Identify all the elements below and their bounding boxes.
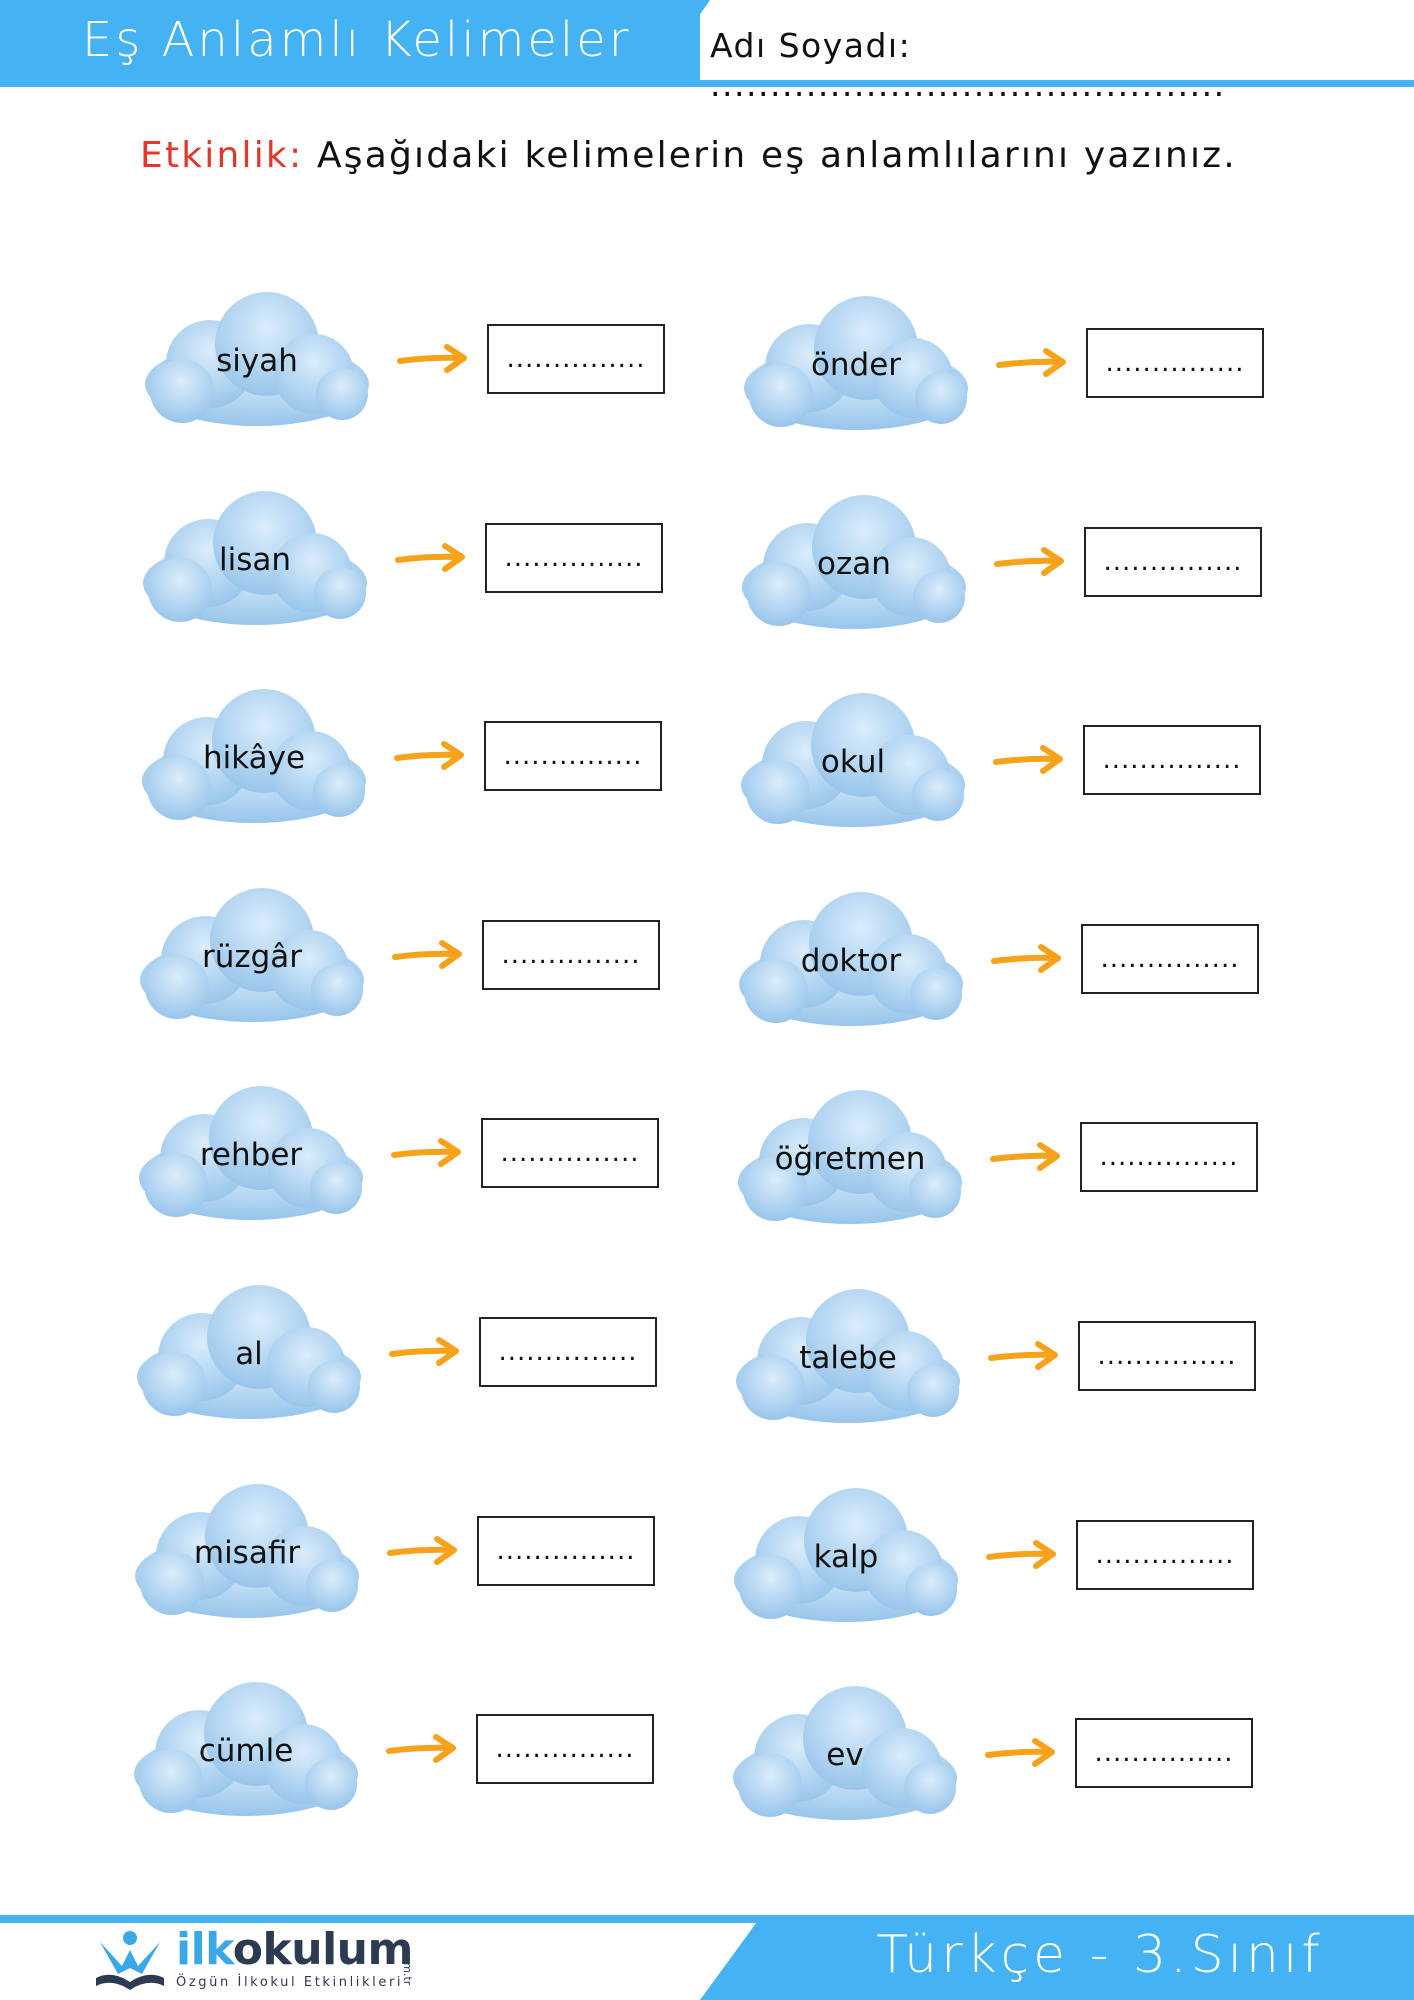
reader-logo-icon <box>96 1931 164 1990</box>
logo-domain: .com.tr <box>401 1946 414 1986</box>
site-logo: ilkokulum Özgün İlkokul Etkinlikleri .co… <box>92 1924 452 1994</box>
exercise-item-right: öğretmen ............... <box>735 1084 1258 1234</box>
cloud-icon <box>139 683 369 833</box>
cloud-icon <box>137 882 367 1032</box>
word-label: al <box>235 1336 263 1372</box>
answer-box[interactable]: ............... <box>482 920 660 990</box>
word-label: okul <box>820 744 886 780</box>
answer-box[interactable]: ............... <box>1084 527 1262 597</box>
instruction: Etkinlik: Aşağıdaki kelimelerin eş anlam… <box>140 130 1320 182</box>
arrow-right-icon <box>994 547 1066 577</box>
answer-box[interactable]: ............... <box>1078 1321 1256 1391</box>
arrow-right-icon <box>991 944 1063 974</box>
cloud-icon <box>739 489 969 639</box>
arrow-right-icon <box>988 1341 1060 1371</box>
word-label: ev <box>826 1737 864 1773</box>
exercise-item-right: ev ............... <box>730 1680 1253 1830</box>
instruction-text: Aşağıdaki kelimelerin eş anlamlılarını y… <box>303 135 1237 176</box>
arrow-right-icon <box>394 741 466 771</box>
arrow-right-icon <box>386 1734 458 1764</box>
answer-box[interactable]: ............... <box>485 523 663 593</box>
exercise-item-left: cümle ............... <box>131 1676 654 1826</box>
exercise-item-right: önder ............... <box>741 290 1264 440</box>
logo-tagline: Özgün İlkokul Etkinlikleri <box>176 1975 404 1990</box>
cloud-icon <box>731 1482 961 1632</box>
exercise-item-left: rehber ............... <box>136 1080 659 1230</box>
footer-rule <box>0 1915 760 1923</box>
answer-box[interactable]: ............... <box>484 721 662 791</box>
arrow-right-icon <box>986 1540 1058 1570</box>
header-band <box>0 0 700 87</box>
logo-wordmark-a: ilk <box>176 1924 233 1975</box>
exercise-item-left: al ............... <box>134 1279 657 1429</box>
answer-box[interactable]: ............... <box>1075 1718 1253 1788</box>
cloud-icon <box>738 687 968 837</box>
cloud-icon <box>136 1080 366 1230</box>
cloud-icon <box>140 485 370 635</box>
answer-box[interactable]: ............... <box>1076 1520 1254 1590</box>
cloud-icon <box>131 1676 361 1826</box>
arrow-right-icon <box>996 348 1068 378</box>
exercise-item-right: talebe ............... <box>733 1283 1256 1433</box>
word-label: ozan <box>817 546 891 582</box>
exercise-item-left: misafir ............... <box>132 1478 655 1628</box>
answer-box[interactable]: ............... <box>487 324 665 394</box>
answer-box[interactable]: ............... <box>481 1118 659 1188</box>
word-label: cümle <box>198 1733 294 1769</box>
cloud-icon <box>132 1478 362 1628</box>
answer-box[interactable]: ............... <box>1081 924 1259 994</box>
header-rule <box>650 80 1414 87</box>
word-label: talebe <box>799 1340 897 1376</box>
cloud-icon <box>736 886 966 1036</box>
exercise-item-left: hikâye ............... <box>139 683 662 833</box>
cloud-icon <box>733 1283 963 1433</box>
word-label: rüzgâr <box>201 939 303 975</box>
answer-box[interactable]: ............... <box>1083 725 1261 795</box>
cloud-icon <box>142 286 372 436</box>
word-label: önder <box>810 347 902 383</box>
exercise-item-left: lisan ............... <box>140 485 663 635</box>
logo-wordmark: ilkokulum <box>176 1924 413 1975</box>
arrow-right-icon <box>387 1536 459 1566</box>
arrow-right-icon <box>990 1142 1062 1172</box>
footer-band <box>760 1915 1414 2000</box>
name-field[interactable]: Adı Soyadı: ............................… <box>710 26 1226 104</box>
exercise-item-left: siyah ............... <box>142 286 665 436</box>
answer-box[interactable]: ............... <box>1086 328 1264 398</box>
word-label: rehber <box>199 1137 303 1173</box>
cloud-icon <box>730 1680 960 1830</box>
word-label: öğretmen <box>774 1141 926 1177</box>
exercise-item-right: okul ............... <box>738 687 1261 837</box>
page-title: Eş Anlamlı Kelimeler <box>82 12 632 68</box>
word-label: lisan <box>218 542 292 578</box>
word-label: siyah <box>216 343 298 379</box>
word-label: kalp <box>813 1539 879 1575</box>
arrow-right-icon <box>993 745 1065 775</box>
answer-box[interactable]: ............... <box>477 1516 655 1586</box>
exercise-item-left: rüzgâr ............... <box>137 882 660 1032</box>
header-slant <box>650 0 710 87</box>
answer-box[interactable]: ............... <box>476 1714 654 1784</box>
arrow-right-icon <box>395 543 467 573</box>
answer-box[interactable]: ............... <box>1080 1122 1258 1192</box>
answer-box[interactable]: ............... <box>479 1317 657 1387</box>
word-label: doktor <box>800 943 902 979</box>
cloud-icon <box>134 1279 364 1429</box>
arrow-right-icon <box>389 1337 461 1367</box>
exercise-item-right: ozan ............... <box>739 489 1262 639</box>
arrow-right-icon <box>392 940 464 970</box>
word-label: misafir <box>193 1535 301 1571</box>
arrow-right-icon <box>985 1738 1057 1768</box>
exercise-item-right: kalp ............... <box>731 1482 1254 1632</box>
word-label: hikâye <box>202 740 306 776</box>
instruction-label: Etkinlik: <box>140 135 304 176</box>
footer-slant <box>700 1915 762 2000</box>
cloud-icon <box>741 290 971 440</box>
footer-subject: Türkçe - 3.Sınıf <box>876 1925 1324 1985</box>
exercise-item-right: doktor ............... <box>736 886 1259 1036</box>
logo-wordmark-b: okulum <box>232 1924 414 1975</box>
arrow-right-icon <box>391 1138 463 1168</box>
arrow-right-icon <box>397 344 469 374</box>
cloud-icon <box>735 1084 965 1234</box>
